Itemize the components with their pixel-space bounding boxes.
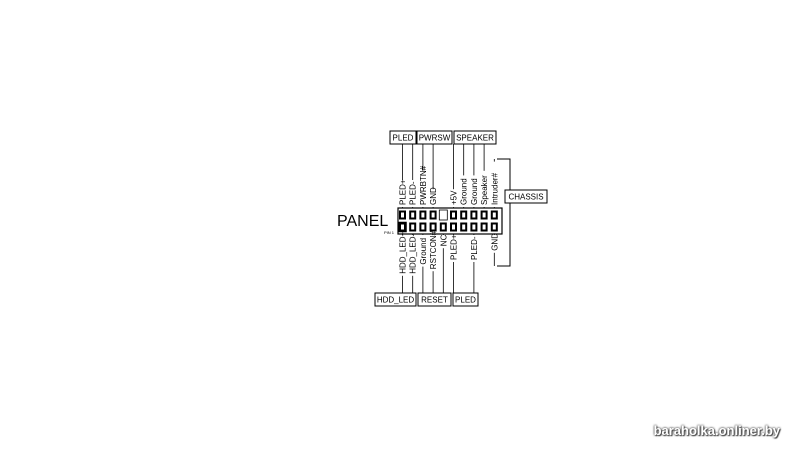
bottom-group-pled: PLED	[452, 292, 479, 307]
pin-label-bottom-9: GND	[490, 233, 499, 251]
pin-label-top-9: Intruder#	[490, 172, 499, 205]
pin-bottom-hole-7	[472, 224, 476, 230]
connector-header	[397, 207, 503, 235]
pin-label-top-0: PLED+	[399, 179, 408, 205]
pin-label-top-2: PWRBTN#	[419, 165, 428, 205]
pin-label-top-8: Speaker	[480, 175, 489, 205]
pin-label-top-1: PLED-	[409, 181, 418, 205]
pin-top-hole-7	[472, 212, 476, 218]
pin-bottom-hole-5	[452, 224, 455, 230]
bottom-group-hdd-led-label: HDD_LED	[377, 296, 415, 305]
pin1-label: PIN 1	[384, 230, 395, 235]
watermark: baraholka.onliner.by	[653, 423, 780, 438]
top-group-pled: PLED	[389, 130, 417, 145]
pin-label-bottom-3: RSTCON#	[429, 230, 438, 269]
top-group-pled-label: PLED	[393, 134, 414, 143]
pin-label-top-5: +5V	[450, 190, 459, 205]
pin-bottom-hole-4	[441, 224, 445, 230]
pin-label-bottom-7: PLED-	[470, 236, 479, 260]
top-group-pwrsw: PWRSW	[416, 130, 453, 145]
pin-top-hole-8	[482, 212, 486, 218]
pin-bottom-hole-6	[462, 224, 466, 230]
header-key	[438, 209, 448, 221]
pin-top-hole-3	[431, 212, 435, 218]
pin-bottom-hole-2	[421, 224, 425, 230]
pin-bottom-hole-1	[411, 224, 415, 230]
pin-bottom-hole-8	[482, 224, 486, 230]
pin-label-top-6: Ground	[460, 178, 469, 205]
bottom-group-pled-label: PLED	[455, 296, 476, 305]
bottom-group-reset: RESET	[417, 292, 452, 307]
pin-top-hole-5	[452, 212, 455, 218]
pin-label-bottom-4: NC	[439, 234, 448, 246]
bottom-group-hdd-led: HDD_LED	[374, 292, 417, 307]
pin-label-top-3: GND	[429, 187, 438, 205]
pin1-marker	[398, 221, 407, 233]
chassis-label: CHASSIS	[508, 193, 543, 202]
pin-label-bottom-5: PLED+	[450, 234, 459, 260]
pin-bottom-hole-0	[401, 224, 404, 230]
pin-label-bottom-1: HDD_LED-	[409, 233, 418, 273]
bottom-group-reset-label: RESET	[421, 296, 448, 305]
pin-top-hole-9	[492, 212, 496, 218]
pin-top-hole-2	[421, 212, 425, 218]
pin-bottom-hole-3	[431, 224, 435, 230]
pin-bottom-hole-9	[492, 224, 496, 230]
top-group-speaker-label: SPEAKER	[456, 134, 494, 143]
top-group-pwrsw-label: PWRSW	[419, 134, 451, 143]
pin-top-hole-1	[411, 212, 415, 218]
pin-label-bottom-0: HDD_LED+	[399, 231, 408, 273]
pin-label-bottom-2: Ground	[419, 238, 428, 265]
panel-title: PANEL	[337, 213, 388, 230]
chassis-group: CHASSIS	[497, 158, 548, 267]
pin-top-hole-0	[401, 212, 404, 218]
pin-top-hole-6	[462, 212, 466, 218]
top-group-speaker: SPEAKER	[453, 130, 497, 145]
pin-label-top-7: Ground	[470, 178, 479, 205]
